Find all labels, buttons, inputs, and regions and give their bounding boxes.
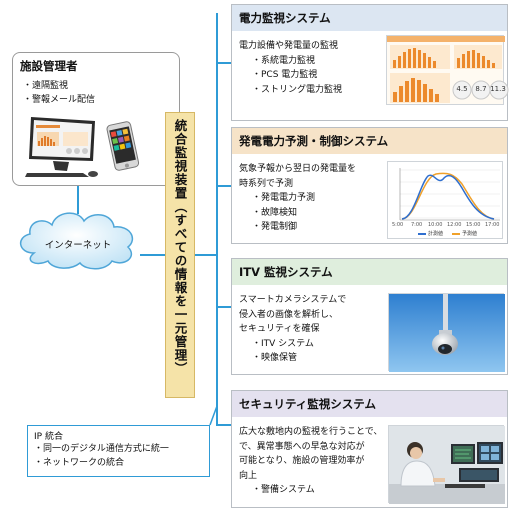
- link-internet-center: [140, 254, 165, 256]
- panel-line: ・PCS 電力監視: [252, 70, 318, 80]
- camera-photo: [388, 293, 505, 372]
- operator-photo: [388, 425, 505, 504]
- panel-line: で、異常事態への早急な対応が: [239, 441, 365, 452]
- panel-line: 広大な敷地内の監視を行うことで、: [239, 427, 383, 437]
- branch-line-power: [216, 62, 231, 64]
- trunk-line: [216, 13, 218, 425]
- panel-security-monitoring-body: 広大な敷地内の監視を行うことで、 で、異常事態への早急な対応が 可能となり、施設…: [239, 425, 382, 498]
- series-line-measured: [401, 174, 495, 220]
- x-tick-label: 7:00: [411, 222, 423, 228]
- ip-integration-item: ・同一のデジタル通信方式に統一: [34, 444, 169, 454]
- panel-power-monitoring: 電力監視システム 電力設備や発電量の監視 ・系統電力監視 ・PCS 電力監視 ・…: [231, 4, 509, 121]
- panel-line: ・ストリング電力監視: [252, 84, 343, 95]
- panel-line: ・映像保管: [252, 353, 298, 363]
- x-tick-label: 12:00: [447, 222, 462, 228]
- panel-line: 向上: [239, 470, 258, 481]
- gauge-value: 8.7: [475, 85, 487, 93]
- smartphone-icon: [106, 121, 140, 171]
- legend-swatch-measured: [418, 233, 426, 235]
- link-center-trunk: [195, 254, 216, 256]
- power-dashboard-thumbnail: 4.5 8.7 11.3: [386, 35, 509, 105]
- internet-cloud-icon: [20, 212, 134, 270]
- forecast-chart: [399, 168, 500, 221]
- link-fm-internet: [77, 186, 79, 214]
- panel-forecast-control: 発電電力予測・制御システム 気象予報から翌日の発電量を 時系列で予測 ・発電電力…: [231, 127, 508, 244]
- panel-line: 侵入者の画像を解析し、: [239, 309, 339, 320]
- ip-integration-list: ・同一のデジタル通信方式に統一 ・ネットワークの統合: [34, 442, 169, 470]
- panel-line: ・故障検知: [252, 207, 298, 218]
- gauge-value: 4.5: [456, 85, 468, 93]
- panel-power-monitoring-body: 電力設備や発電量の監視 ・系統電力監視 ・PCS 電力監視 ・ストリング電力監視: [239, 39, 342, 97]
- panel-forecast-control-body: 気象予報から翌日の発電量を 時系列で予測 ・発電電力予測 ・故障検知 ・発電制御: [239, 162, 356, 235]
- panel-security-monitoring-title: セキュリティ監視システム: [239, 397, 376, 411]
- branch-line-security: [216, 424, 231, 426]
- panel-line: セキュリティを確保: [239, 324, 320, 334]
- panel-line: 気象予報から翌日の発電量を: [239, 164, 357, 174]
- x-tick-label: 10:00: [428, 222, 443, 228]
- panel-line: 電力設備や発電量の監視: [239, 41, 339, 51]
- panel-line: スマートカメラシステムで: [239, 295, 347, 305]
- desktop-monitor-icon: [25, 117, 98, 177]
- forecast-chart-thumbnail: 5:00 7:00 10:00 12:00 15:00 17:00 計測値 予測…: [387, 161, 503, 239]
- legend-label: 予測値: [462, 231, 478, 237]
- panel-line: ・発電電力予測: [252, 193, 316, 203]
- ip-integration-title: IP 統合: [34, 432, 63, 442]
- integrated-monitoring-device: 統合監視装置（すべての情報を一元管理）: [165, 112, 195, 398]
- panel-power-monitoring-title: 電力監視システム: [239, 11, 331, 25]
- branch-line-forecast: [216, 185, 231, 187]
- panel-power-monitoring-header: 電力監視システム: [232, 5, 507, 31]
- power-bars: [393, 48, 436, 68]
- facility-manager-item: ・警報メール配信: [23, 95, 96, 105]
- x-tick-label: 5:00: [392, 222, 404, 228]
- panel-line: 可能となり、施設の管理効率が: [239, 456, 365, 466]
- panel-forecast-control-header: 発電電力予測・制御システム: [232, 128, 507, 154]
- ip-integration-box: IP 統合 ・同一のデジタル通信方式に統一 ・ネットワークの統合: [27, 425, 210, 477]
- facility-manager-title: 施設管理者: [20, 59, 78, 73]
- panel-line: ・ITV システム: [252, 338, 314, 349]
- series-line-forecast: [401, 172, 495, 220]
- gauge-value: 11.3: [490, 85, 506, 93]
- panel-line: ・系統電力監視: [252, 55, 316, 66]
- panel-forecast-control-title: 発電電力予測・制御システム: [239, 134, 389, 148]
- panel-line: ・警備システム: [252, 485, 315, 495]
- integrated-monitoring-label: 統合監視装置（すべての情報を一元管理）: [172, 119, 188, 376]
- panel-itv-monitoring: ITV 監視システム スマートカメラシステムで 侵入者の画像を解析し、 セキュリ…: [231, 258, 508, 375]
- panel-security-monitoring: セキュリティ監視システム 広大な敷地内の監視を行うことで、 で、異常事態への早急…: [231, 390, 508, 508]
- panel-itv-monitoring-body: スマートカメラシステムで 侵入者の画像を解析し、 セキュリティを確保 ・ITV …: [239, 293, 346, 366]
- panel-itv-monitoring-header: ITV 監視システム: [232, 259, 507, 285]
- internet-label: インターネット: [44, 240, 112, 251]
- legend-swatch-forecast: [452, 233, 460, 235]
- ip-integration-item: ・ネットワークの統合: [34, 458, 125, 468]
- facility-manager-box: 施設管理者 ・遠隔監視 ・警報メール配信: [12, 52, 180, 186]
- branch-line-itv: [216, 306, 231, 308]
- facility-manager-list: ・遠隔監視 ・警報メール配信: [23, 79, 95, 107]
- x-tick-label: 17:00: [485, 222, 500, 228]
- link-ip-trunk: [209, 405, 218, 426]
- legend-label: 計測値: [428, 231, 444, 237]
- facility-manager-item: ・遠隔監視: [23, 81, 69, 91]
- panel-line: 時系列で予測: [239, 178, 294, 189]
- panel-line: ・発電制御: [252, 222, 298, 232]
- panel-itv-monitoring-title: ITV 監視システム: [239, 265, 333, 279]
- panel-security-monitoring-header: セキュリティ監視システム: [232, 391, 507, 417]
- gauge-icons: [452, 80, 509, 100]
- x-tick-label: 15:00: [466, 222, 481, 228]
